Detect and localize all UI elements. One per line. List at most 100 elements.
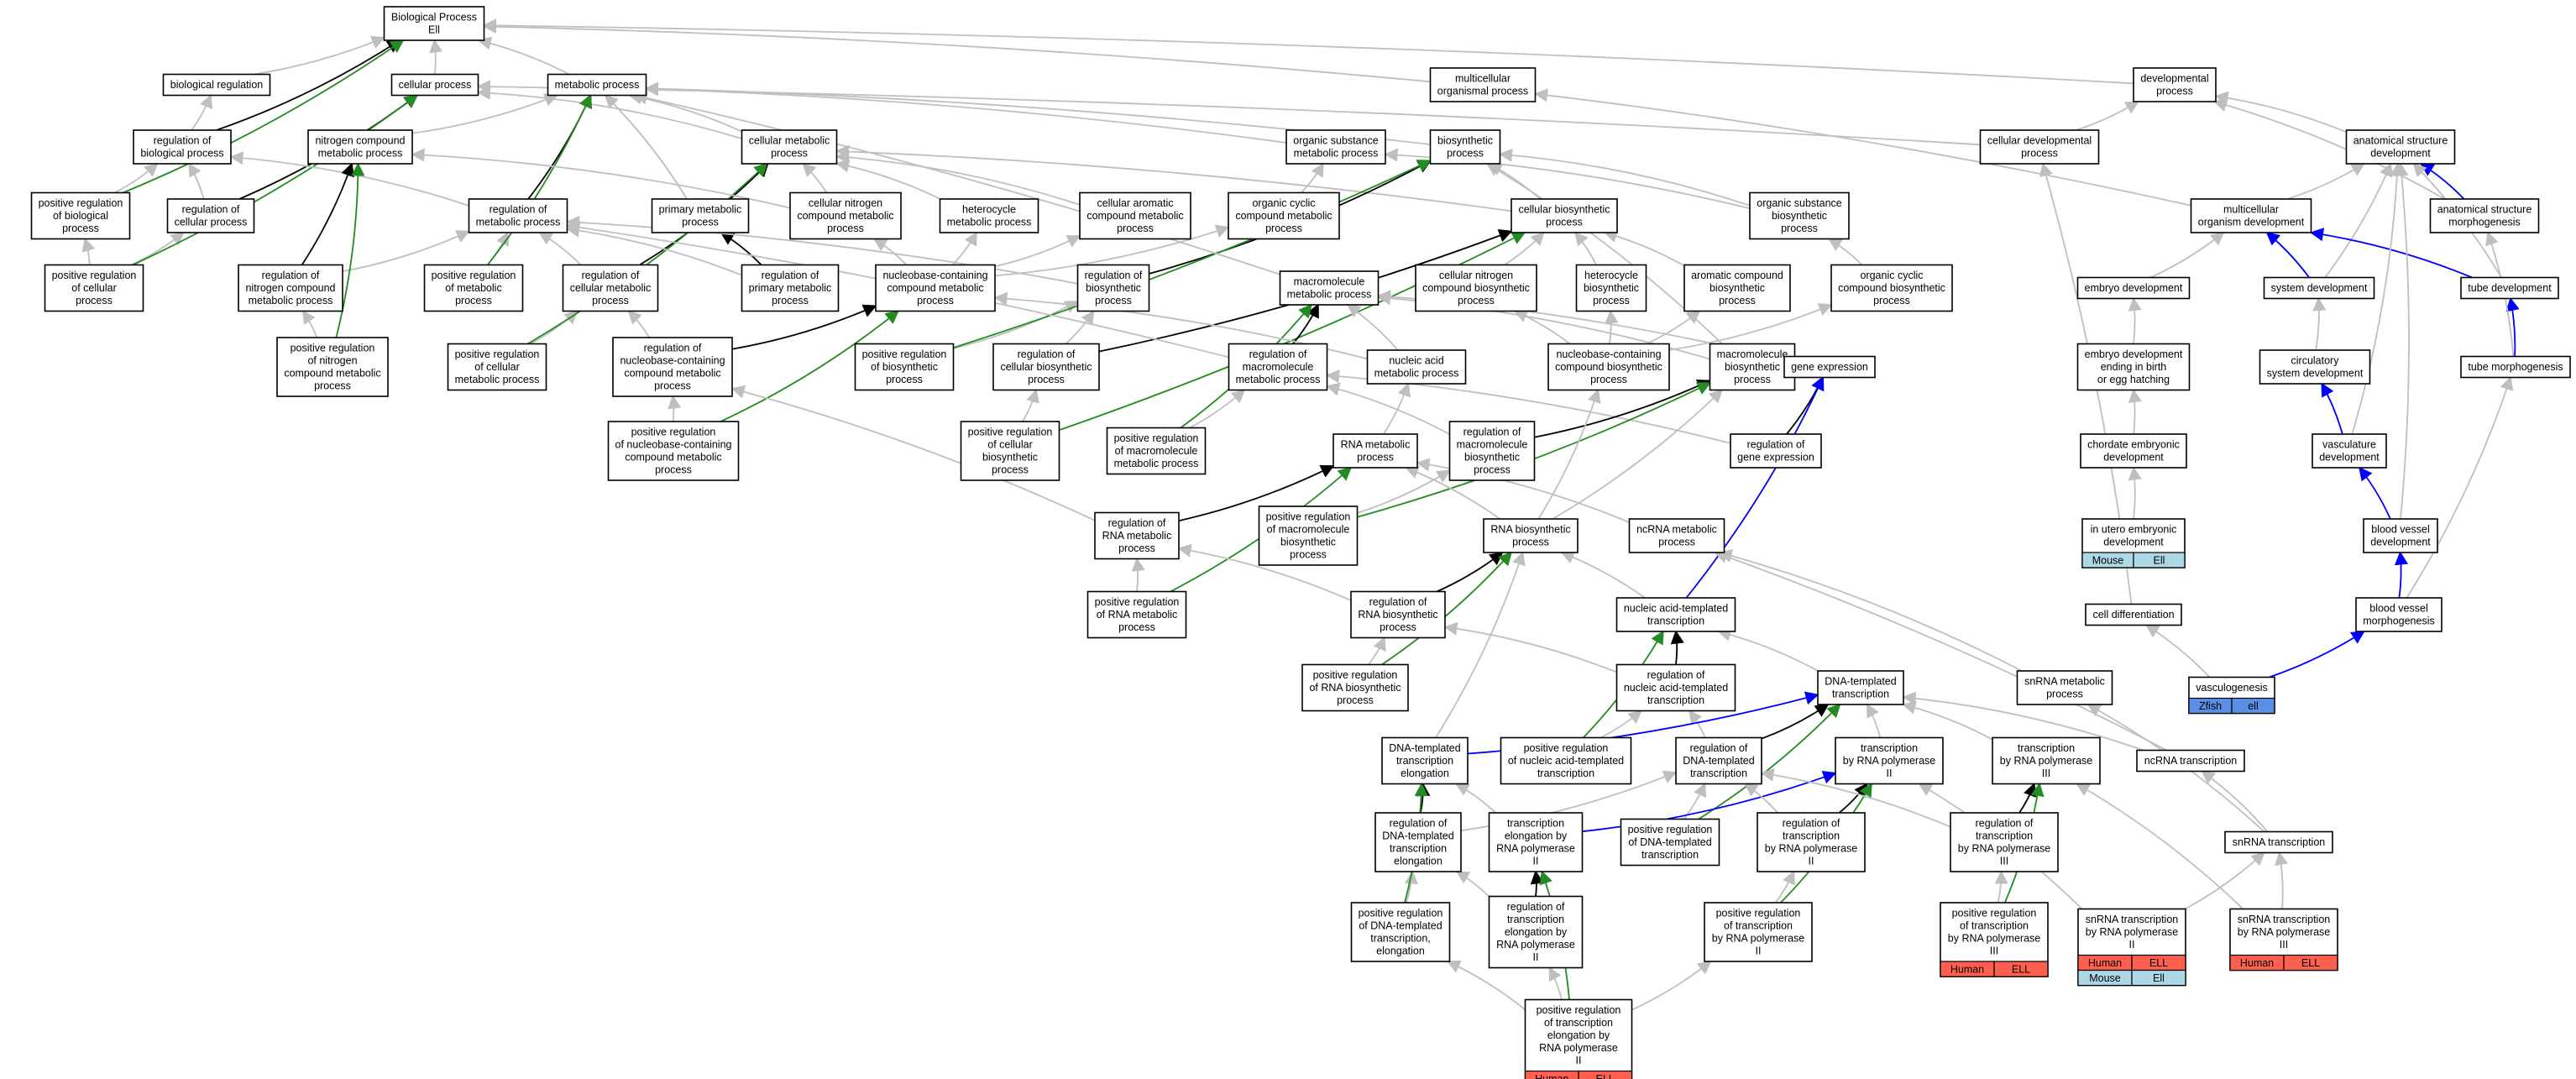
term-node-metproc[interactable]: metabolic process	[547, 73, 647, 97]
term-node-bioreg[interactable]: biological regulation	[162, 73, 271, 97]
is-a-edge	[1560, 550, 1646, 599]
term-label-line: process	[1458, 295, 1495, 306]
term-node-ncrnatrans[interactable]: ncRNA transcription	[2136, 749, 2245, 773]
term-node-cellproc[interactable]: cellular process	[390, 73, 479, 97]
term-node-regdnaelong[interactable]: regulation ofDNA-templatedtranscriptione…	[1374, 812, 1462, 872]
term-node-regnuc[interactable]: regulation ofnucleobase-containingcompou…	[612, 337, 733, 397]
term-node-regmacbio[interactable]: regulation ofmacromoleculebiosyntheticpr…	[1448, 421, 1536, 481]
term-node-tubemorph[interactable]: tube morphogenesis	[2460, 355, 2571, 379]
term-node-celldiff[interactable]: cell differentiation	[2085, 603, 2182, 626]
term-node-sysdev[interactable]: system development	[2263, 276, 2375, 300]
term-node-tubedev[interactable]: tube development	[2460, 276, 2559, 300]
term-node-embdev[interactable]: embryo development	[2076, 276, 2191, 300]
term-node-snrnatrans[interactable]: snRNA transcription	[2224, 830, 2333, 854]
term-node-geneexp[interactable]: gene expression	[1783, 355, 1876, 379]
term-label-line: biosynthetic	[1437, 135, 1493, 147]
